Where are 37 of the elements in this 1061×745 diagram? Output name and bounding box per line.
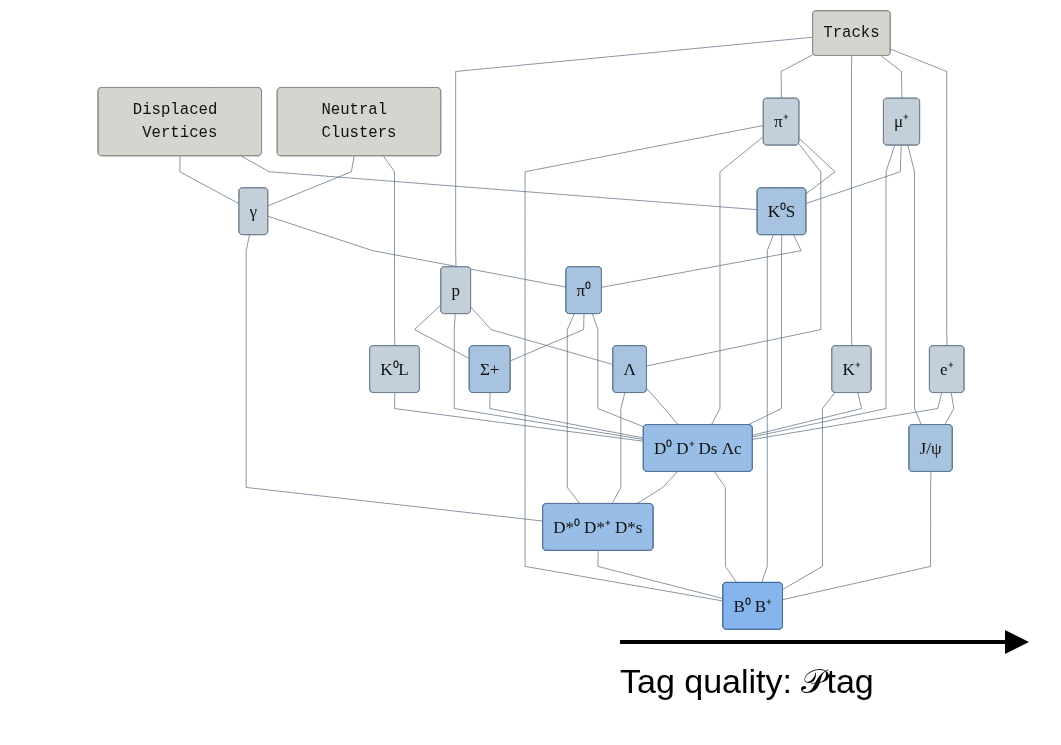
connector — [178, 155, 240, 205]
connector — [798, 138, 835, 194]
connector — [597, 550, 723, 599]
connector — [850, 55, 852, 347]
connector — [600, 234, 801, 288]
connector — [382, 155, 395, 347]
connector — [713, 471, 737, 584]
connector — [611, 392, 625, 505]
connector — [880, 55, 902, 99]
connector — [413, 304, 470, 360]
axis-label: Tag quality: 𝒫tag — [620, 662, 874, 702]
connector — [470, 306, 613, 365]
connector — [751, 392, 942, 440]
connector — [488, 392, 644, 439]
connector — [751, 145, 895, 438]
connector — [566, 313, 580, 505]
connector — [267, 155, 354, 207]
connector — [782, 471, 931, 600]
connector — [710, 136, 764, 426]
connector — [245, 234, 543, 522]
connector — [453, 313, 644, 440]
connector — [751, 392, 862, 436]
connector — [240, 155, 758, 211]
connector — [509, 313, 584, 362]
connector — [393, 392, 644, 442]
connector — [907, 145, 922, 426]
connector — [267, 216, 567, 288]
connector — [943, 392, 954, 426]
connector — [591, 313, 644, 428]
connector — [760, 234, 774, 584]
connector — [805, 145, 902, 204]
connector — [646, 388, 679, 426]
connector — [782, 392, 835, 590]
connector — [646, 143, 821, 367]
connector — [524, 125, 764, 602]
connector — [454, 36, 813, 268]
connector — [889, 48, 947, 347]
